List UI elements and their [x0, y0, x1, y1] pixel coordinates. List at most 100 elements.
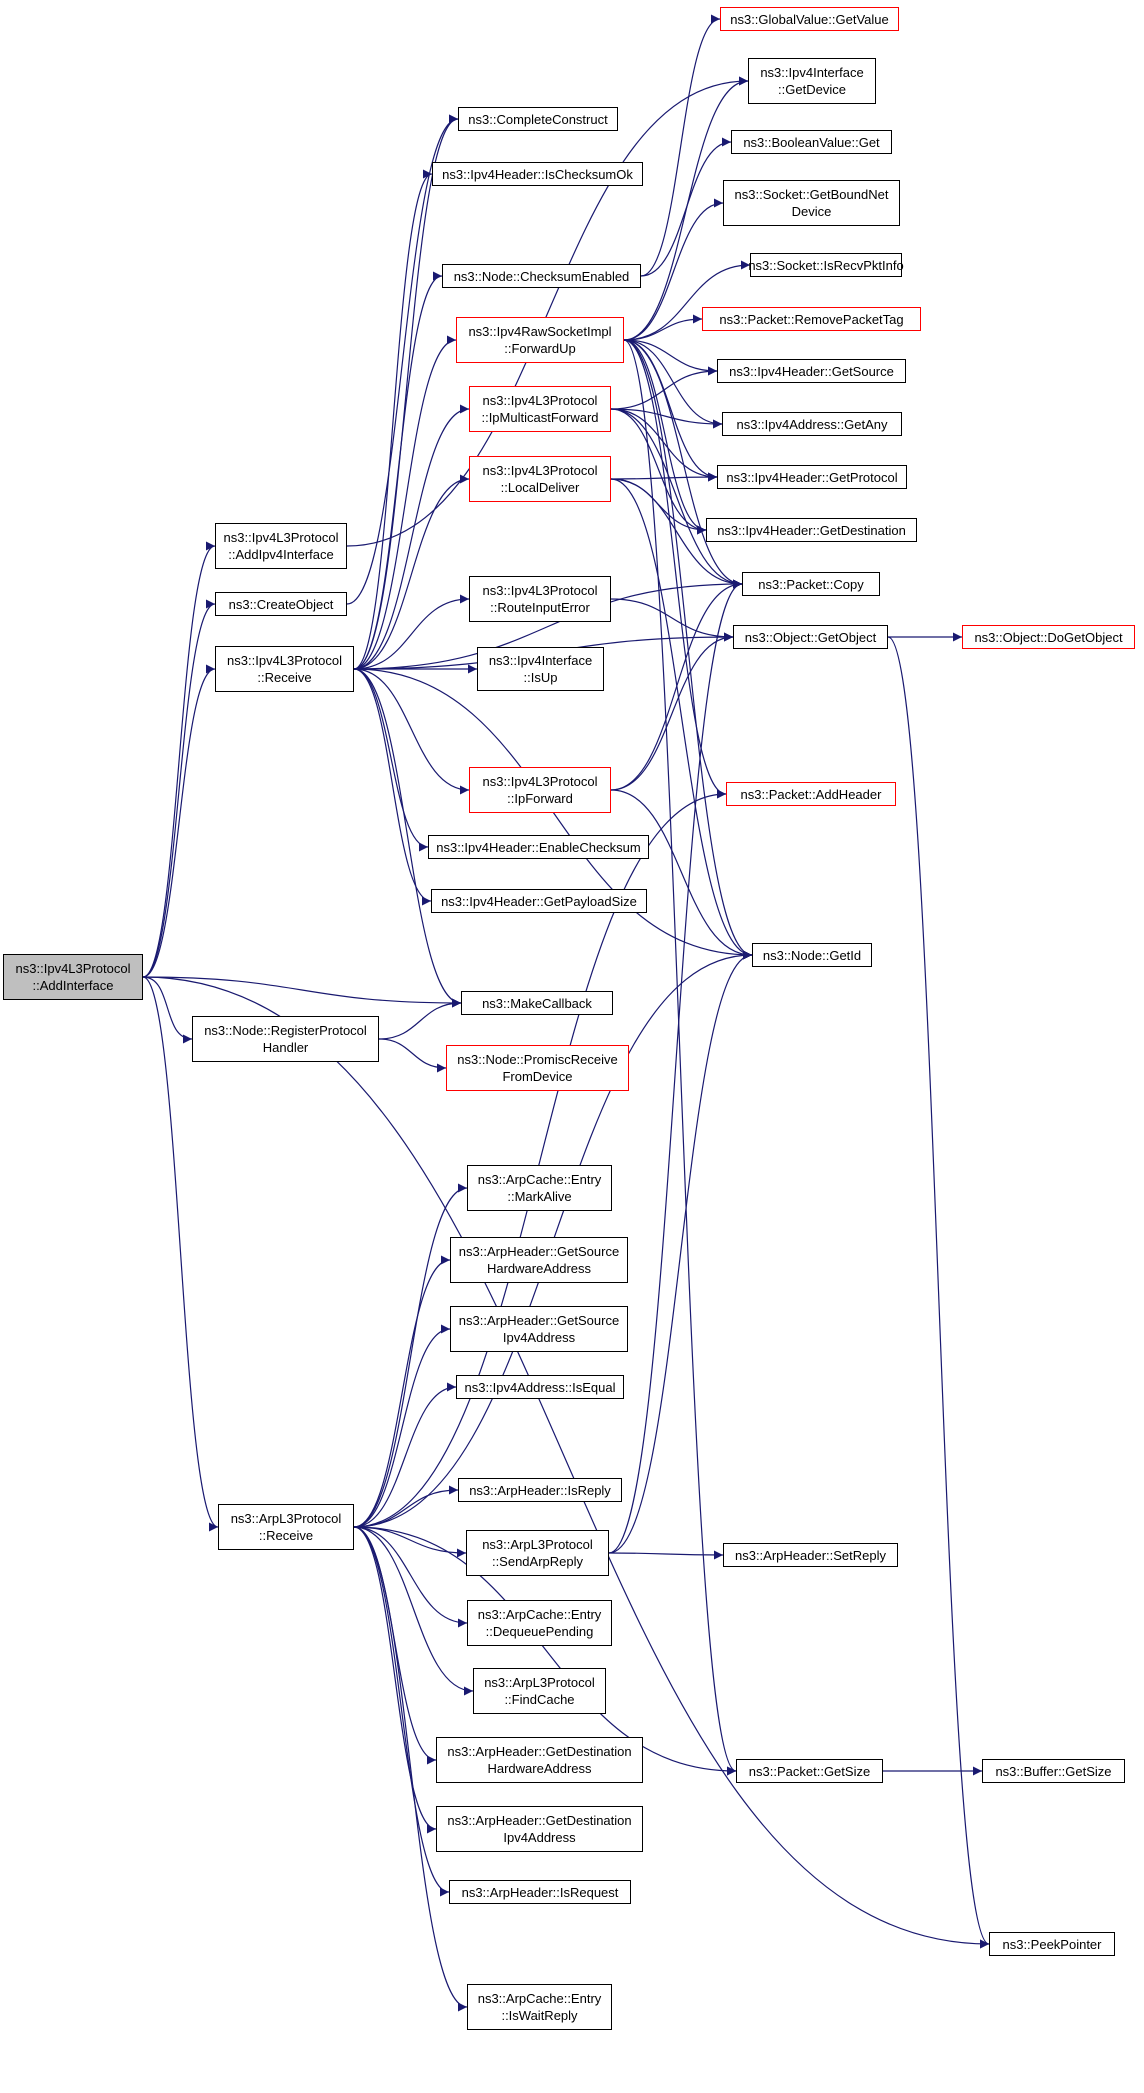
edge-createObject-to-completeConstruct	[346, 114, 459, 605]
edge-ipv4Receive-to-ipForward	[353, 668, 470, 795]
node-hdr-get-destination[interactable]: ns3::Ipv4Header::GetDestination	[706, 518, 917, 542]
edge-ipv4Receive-to-ipMulticastForward	[353, 404, 470, 670]
node-ip-multicast-forward[interactable]: ns3::Ipv4L3Protocol ::IpMulticastForward	[469, 386, 611, 432]
node-do-get-object[interactable]: ns3::Object::DoGetObject	[962, 625, 1135, 649]
node-complete-construct[interactable]: ns3::CompleteConstruct	[458, 107, 618, 131]
node-arp-receive[interactable]: ns3::ArpL3Protocol ::Receive	[218, 1504, 354, 1550]
node-dequeue-pending[interactable]: ns3::ArpCache::Entry ::DequeuePending	[467, 1600, 612, 1646]
node-send-arp-reply[interactable]: ns3::ArpL3Protocol ::SendArpReply	[466, 1530, 609, 1576]
edge-objectGetObject-to-peekPointer	[887, 636, 990, 1949]
edge-arpReceive-to-packetAddHeader	[353, 789, 727, 1528]
edge-rawForwardUp-to-packetGetSize	[623, 339, 737, 1776]
node-hdr-get-source[interactable]: ns3::Ipv4Header::GetSource	[717, 359, 906, 383]
node-get-bound-net-device[interactable]: ns3::Socket::GetBoundNet Device	[723, 180, 900, 226]
node-raw-forward-up[interactable]: ns3::Ipv4RawSocketImpl ::ForwardUp	[456, 317, 624, 363]
node-addr-get-any[interactable]: ns3::Ipv4Address::GetAny	[722, 412, 902, 436]
edge-arpReceive-to-getSourceIpv4	[353, 1324, 451, 1528]
node-checksum-enabled[interactable]: ns3::Node::ChecksumEnabled	[442, 264, 641, 288]
edge-ipMulticastForward-to-hdrGetSource	[610, 366, 718, 410]
edge-addIpv4Interface-to-interfaceGetDevice	[346, 76, 749, 547]
node-arp-set-reply[interactable]: ns3::ArpHeader::SetReply	[723, 1543, 898, 1567]
edge-arpReceive-to-getSourceHw	[353, 1255, 451, 1528]
edge-ipv4Receive-to-completeConstruct	[353, 114, 459, 670]
node-arp-is-reply[interactable]: ns3::ArpHeader::IsReply	[458, 1478, 622, 1502]
node-buffer-get-size[interactable]: ns3::Buffer::GetSize	[982, 1759, 1125, 1783]
node-get-source-ipv4[interactable]: ns3::ArpHeader::GetSource Ipv4Address	[450, 1306, 628, 1352]
edge-rawForwardUp-to-packetCopy	[623, 339, 743, 589]
edge-registerHandler-to-promiscReceive	[378, 1038, 447, 1073]
edge-localDeliver-to-nodeGetId	[610, 478, 753, 960]
node-interface-get-device[interactable]: ns3::Ipv4Interface ::GetDevice	[748, 58, 876, 104]
edge-root-to-makeCallback	[142, 976, 462, 1008]
edge-rawForwardUp-to-getBoundNetDevice	[623, 198, 724, 341]
edge-ipv4Receive-to-packetCopy	[353, 579, 743, 670]
edge-arpReceive-to-findCache	[353, 1526, 474, 1696]
node-node-get-id[interactable]: ns3::Node::GetId	[752, 943, 872, 967]
edge-rawForwardUp-to-addrGetAny	[623, 339, 723, 429]
edge-arpReceive-to-dequeuePending	[353, 1526, 468, 1628]
node-boolean-get[interactable]: ns3::BooleanValue::Get	[731, 130, 892, 154]
edge-ipMulticastForward-to-addrGetAny	[610, 408, 723, 429]
edge-ipForward-to-objectGetObject	[610, 632, 734, 791]
edge-arpReceive-to-arpIsRequest	[353, 1526, 450, 1897]
edge-ipv4Receive-to-makeCallback	[353, 668, 462, 1008]
edge-sendArpReply-to-nodeGetId	[608, 950, 753, 1554]
node-ipv4-addr-is-equal[interactable]: ns3::Ipv4Address::IsEqual	[456, 1375, 624, 1399]
node-packet-get-size[interactable]: ns3::Packet::GetSize	[736, 1759, 883, 1783]
edge-ipMulticastForward-to-packetCopy	[610, 408, 743, 589]
node-root: ns3::Ipv4L3Protocol ::AddInterface	[3, 954, 143, 1000]
edge-root-to-peekPointer	[142, 976, 990, 1949]
node-promisc-receive[interactable]: ns3::Node::PromiscReceive FromDevice	[446, 1045, 629, 1091]
node-entry-mark-alive[interactable]: ns3::ArpCache::Entry ::MarkAlive	[467, 1165, 612, 1211]
edge-ipv4Receive-to-localDeliver	[353, 474, 470, 670]
node-entry-is-wait-reply[interactable]: ns3::ArpCache::Entry ::IsWaitReply	[467, 1984, 612, 2030]
node-register-handler[interactable]: ns3::Node::RegisterProtocol Handler	[192, 1016, 379, 1062]
edge-arpReceive-to-ipv4AddrIsEqual	[353, 1382, 457, 1528]
edge-rawForwardUp-to-removePacketTag	[623, 314, 703, 341]
edge-rawForwardUp-to-hdrGetProtocol	[623, 339, 718, 482]
node-get-source-hw[interactable]: ns3::ArpHeader::GetSource HardwareAddres…	[450, 1237, 628, 1283]
node-find-cache[interactable]: ns3::ArpL3Protocol ::FindCache	[473, 1668, 606, 1714]
edge-ipv4Receive-to-enableChecksum	[353, 668, 429, 852]
node-arp-is-request[interactable]: ns3::ArpHeader::IsRequest	[449, 1880, 631, 1904]
edge-layer	[142, 14, 990, 2012]
node-interface-is-up[interactable]: ns3::Ipv4Interface ::IsUp	[477, 647, 604, 691]
node-ipv4-receive[interactable]: ns3::Ipv4L3Protocol ::Receive	[215, 646, 354, 692]
node-make-callback[interactable]: ns3::MakeCallback	[461, 991, 613, 1015]
node-add-ipv4-interface[interactable]: ns3::Ipv4L3Protocol ::AddIpv4Interface	[215, 523, 347, 569]
edge-checksumEnabled-to-globalGetValue	[640, 14, 721, 277]
edge-ipv4Receive-to-isChecksumOk	[353, 169, 433, 670]
node-create-object[interactable]: ns3::CreateObject	[215, 592, 347, 616]
node-is-checksum-ok[interactable]: ns3::Ipv4Header::IsChecksumOk	[432, 162, 643, 186]
edge-ipForward-to-nodeGetId	[610, 789, 753, 960]
node-packet-copy[interactable]: ns3::Packet::Copy	[742, 572, 880, 596]
edge-rawForwardUp-to-hdrGetSource	[623, 339, 718, 376]
edge-arpReceive-to-entryIsWaitReply	[353, 1526, 468, 2012]
edge-localDeliver-to-packetCopy	[610, 478, 743, 589]
node-ip-forward[interactable]: ns3::Ipv4L3Protocol ::IpForward	[469, 767, 611, 813]
node-enable-checksum[interactable]: ns3::Ipv4Header::EnableChecksum	[428, 835, 649, 859]
node-remove-packet-tag[interactable]: ns3::Packet::RemovePacketTag	[702, 307, 921, 331]
node-is-recv-pkt-info[interactable]: ns3::Socket::IsRecvPktInfo	[748, 253, 904, 277]
node-route-input-error[interactable]: ns3::Ipv4L3Protocol ::RouteInputError	[469, 576, 611, 622]
node-packet-add-header[interactable]: ns3::Packet::AddHeader	[726, 782, 896, 806]
edge-rawForwardUp-to-isRecvPktInfo	[623, 260, 751, 341]
edge-ipMulticastForward-to-hdrGetDestination	[610, 408, 707, 535]
edge-rawForwardUp-to-packetAddHeader	[623, 339, 727, 799]
node-peek-pointer[interactable]: ns3::PeekPointer	[989, 1932, 1115, 1956]
node-get-payload-size[interactable]: ns3::Ipv4Header::GetPayloadSize	[431, 889, 647, 913]
edge-sendArpReply-to-packetCopy	[608, 579, 743, 1554]
edge-root-to-createObject	[142, 599, 216, 978]
node-get-dest-ipv4[interactable]: ns3::ArpHeader::GetDestination Ipv4Addre…	[436, 1806, 643, 1852]
node-object-get-object[interactable]: ns3::Object::GetObject	[733, 625, 888, 649]
edge-routeInputError-to-objectGetObject	[610, 598, 734, 642]
node-hdr-get-protocol[interactable]: ns3::Ipv4Header::GetProtocol	[717, 465, 907, 489]
node-get-dest-hw[interactable]: ns3::ArpHeader::GetDestination HardwareA…	[436, 1737, 643, 1783]
edge-sendArpReply-to-arpSetReply	[608, 1550, 724, 1560]
node-local-deliver[interactable]: ns3::Ipv4L3Protocol ::LocalDeliver	[469, 456, 611, 502]
edge-localDeliver-to-hdrGetProtocol	[610, 472, 718, 482]
node-global-get-value[interactable]: ns3::GlobalValue::GetValue	[720, 7, 899, 31]
edge-ipv4Receive-to-getPayloadSize	[353, 668, 432, 906]
edge-root-to-registerHandler	[142, 976, 193, 1044]
